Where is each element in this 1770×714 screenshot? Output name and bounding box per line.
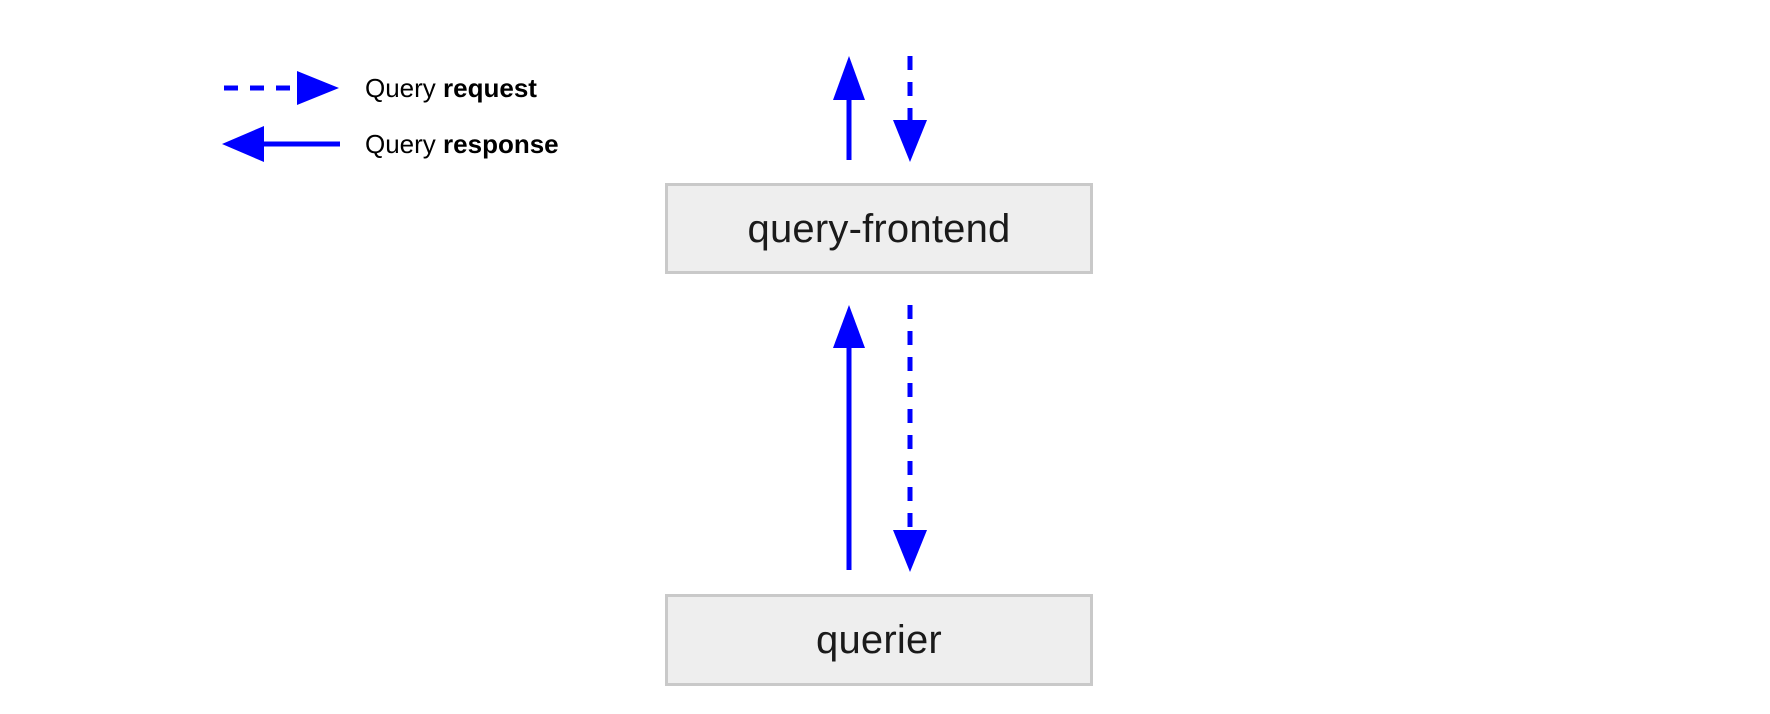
connector-external-to-query-frontend-request (893, 56, 927, 162)
node-query-frontend[interactable]: query-frontend (665, 183, 1093, 274)
legend-label-emphasis: request (443, 73, 537, 103)
legend-item-query-request: Query request (222, 68, 537, 108)
dashed-right-arrow-icon (222, 68, 365, 108)
legend-label-prefix: Query (365, 73, 444, 103)
legend: Query request Query response (222, 60, 742, 170)
node-label-querier: querier (816, 618, 942, 662)
legend-item-query-response: Query response (222, 124, 559, 164)
connector-query-frontend-to-external-response (833, 56, 865, 160)
legend-label-prefix: Query (365, 129, 444, 159)
legend-label-emphasis: response (443, 129, 559, 159)
connector-query-frontend-to-querier-request (893, 305, 927, 572)
node-label-query-frontend: query-frontend (747, 206, 1011, 251)
node-querier[interactable]: querier (665, 594, 1093, 686)
legend-label-query-request: Query request (365, 73, 537, 103)
legend-label-query-response: Query response (365, 129, 559, 159)
connector-querier-to-query-frontend-response (833, 305, 865, 570)
solid-left-arrow-icon (222, 124, 365, 164)
